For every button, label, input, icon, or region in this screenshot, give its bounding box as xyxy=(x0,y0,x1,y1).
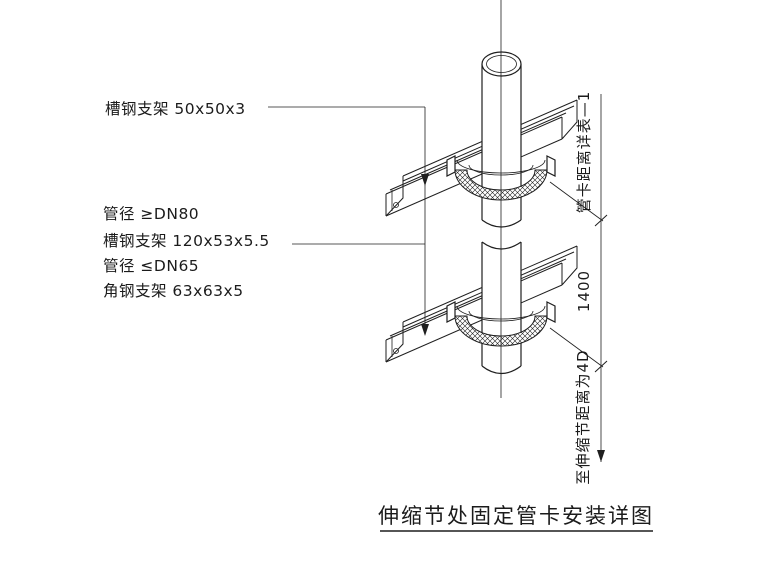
dimension-line xyxy=(549,94,608,462)
callout-angle-bracket: 角钢支架 63x63x5 xyxy=(103,282,244,300)
callout-pipe-small: 管径 ≤DN65 xyxy=(103,257,199,275)
callout-channel-bracket: 槽钢支架 120x53x5.5 xyxy=(103,232,270,250)
dim-1400: 1400 xyxy=(575,270,593,312)
pipe-lower-section xyxy=(481,241,522,375)
drawing-title: 伸缩节处固定管卡安装详图 xyxy=(378,504,654,528)
leader-lines xyxy=(268,106,429,336)
callout-upper-bracket: 槽钢支架 50x50x3 xyxy=(105,100,246,118)
dim-expansion-joint: 至伸缩节距离为4D xyxy=(574,349,592,484)
dim-clamp-spacing: 管卡距离详表—1 xyxy=(575,91,593,214)
callout-pipe-large: 管径 ≥DN80 xyxy=(103,205,199,223)
pipe-upper-section xyxy=(481,51,522,228)
